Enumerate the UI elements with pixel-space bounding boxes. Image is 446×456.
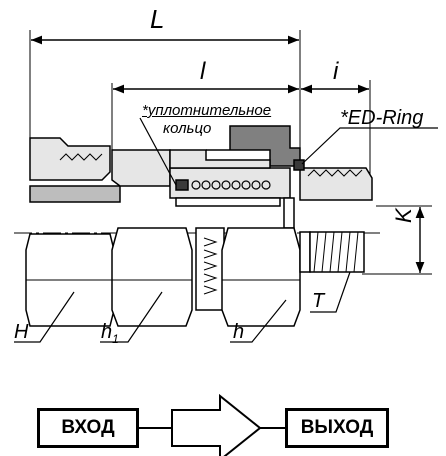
dim-label-L: L — [150, 4, 165, 34]
valve-stem — [175, 197, 281, 207]
valve-stem-right — [283, 197, 295, 229]
right-thread-teeth — [307, 169, 363, 177]
fitting-section — [29, 125, 373, 229]
ed-ring-seal — [293, 159, 305, 171]
tag-h1-sub: 1 — [112, 332, 119, 346]
tag-h1-main: h — [101, 321, 113, 343]
spring-exterior — [203, 237, 218, 295]
ed-ring-label: *ED-Ring — [340, 107, 424, 129]
dim-label-K: K — [391, 208, 416, 223]
body-mid — [169, 149, 271, 169]
leader-lines — [14, 117, 438, 343]
spring-housing — [195, 227, 225, 311]
spring — [191, 180, 271, 190]
dimension-lines — [31, 35, 425, 273]
fitting-exterior — [25, 227, 365, 327]
left-nut-section — [29, 137, 111, 181]
hex-h — [221, 227, 301, 327]
tag-h1: h1 — [101, 322, 119, 345]
tube-insert — [29, 185, 121, 203]
tag-T: T — [312, 290, 325, 312]
tag-h: h — [233, 321, 245, 343]
body-top-dark — [206, 125, 301, 167]
dim-label-i: i — [333, 58, 339, 85]
o-ring — [175, 179, 189, 191]
thread-T — [299, 231, 311, 273]
input-label: ВХОД — [61, 417, 115, 438]
seal-label-line2: кольцо — [163, 120, 212, 137]
hex-h1 — [111, 227, 193, 327]
tag-H: H — [14, 321, 29, 343]
body-left — [111, 149, 171, 187]
left-nut-thread — [59, 153, 103, 161]
output-box: ВЫХОД — [285, 408, 389, 448]
output-label: ВЫХОД — [300, 417, 374, 438]
right-thread-section — [299, 167, 373, 201]
seal-label-line1: *уплотнительное — [142, 102, 272, 119]
flow-arrow — [139, 393, 285, 456]
dim-label-l: l — [200, 58, 206, 85]
input-box: ВХОД — [37, 408, 139, 448]
